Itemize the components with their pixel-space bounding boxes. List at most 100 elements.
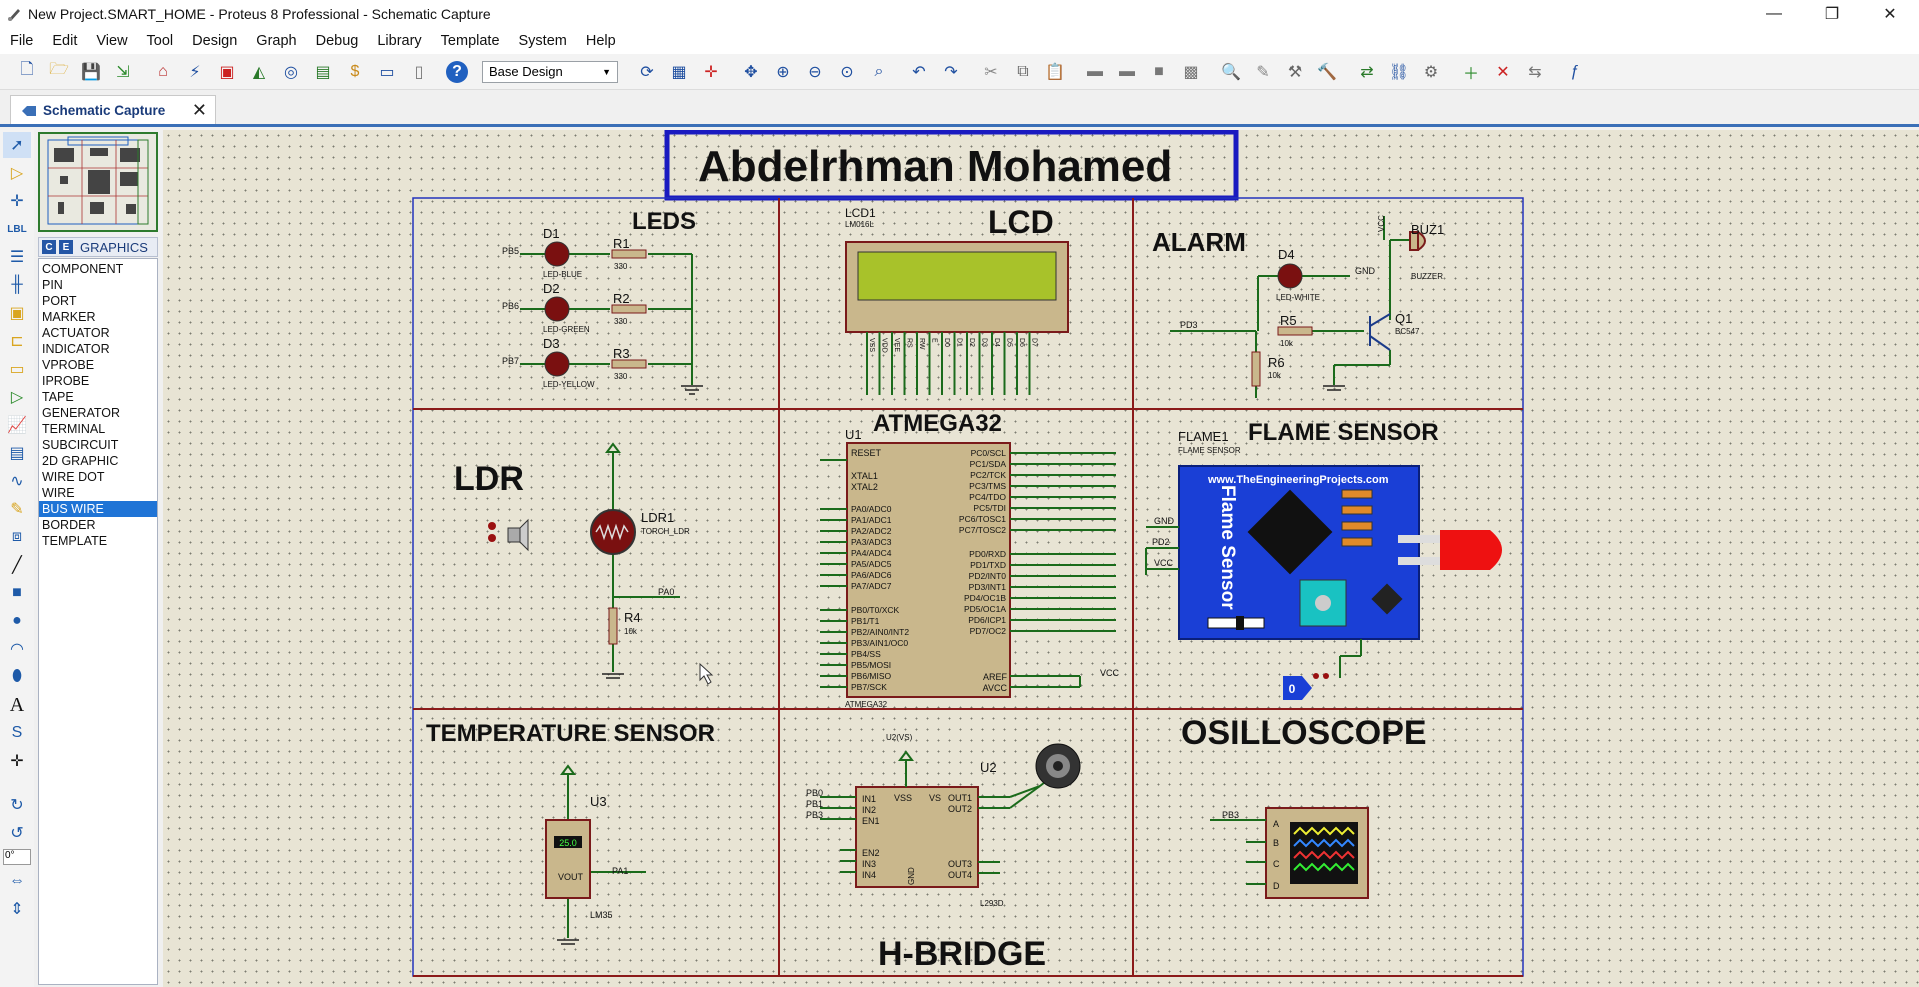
list-item[interactable]: TAPE: [42, 390, 74, 404]
help-icon[interactable]: ?: [446, 60, 468, 83]
undo-icon[interactable]: ↶: [912, 63, 926, 81]
origin-icon[interactable]: ✛: [704, 63, 718, 81]
list-item[interactable]: INDICATOR: [42, 342, 110, 356]
make-device-icon[interactable]: ✎: [1256, 63, 1270, 81]
rotation-angle-field[interactable]: 0°: [3, 849, 31, 865]
list-item[interactable]: TERMINAL: [42, 422, 106, 436]
2d-markers-icon[interactable]: ✛: [10, 753, 24, 770]
zoom-area-icon[interactable]: ⌕: [874, 62, 884, 80]
list-item[interactable]: WIRE: [42, 486, 75, 500]
maximize-button[interactable]: ❐: [1824, 6, 1840, 23]
menu-library[interactable]: Library: [377, 33, 422, 49]
graph-mode-icon[interactable]: 📈: [7, 417, 27, 434]
list-item[interactable]: SUBCIRCUIT: [42, 438, 119, 452]
refresh-icon[interactable]: ⟳: [640, 63, 654, 81]
redo-icon[interactable]: ↷: [944, 63, 958, 81]
tab-schematic-capture[interactable]: Schematic Capture ✕: [10, 95, 216, 125]
mode-e-button[interactable]: E: [59, 240, 73, 254]
rotate-anticlockwise-icon[interactable]: ↺: [10, 825, 24, 842]
zoom-in-icon[interactable]: ⊕: [776, 63, 790, 81]
2d-box-icon[interactable]: ■: [12, 584, 22, 601]
2d-circle-icon[interactable]: ●: [12, 612, 22, 629]
new-sheet-icon[interactable]: ＋: [1462, 65, 1479, 83]
packaging-tool-icon[interactable]: ⚒: [1287, 63, 1303, 81]
minimize-button[interactable]: —: [1766, 5, 1782, 22]
2d-path-icon[interactable]: ⬮: [11, 668, 23, 685]
delete-sheet-icon[interactable]: ✕: [1496, 63, 1510, 81]
2d-arc-icon[interactable]: ◠: [10, 641, 24, 658]
design-variant-select[interactable]: Base Design▼: [482, 60, 618, 83]
buses-icon[interactable]: ╫: [11, 276, 23, 293]
wire-autorouter-icon[interactable]: ⇄: [1360, 63, 1374, 81]
menu-file[interactable]: File: [10, 33, 34, 49]
list-item[interactable]: TEMPLATE: [42, 534, 108, 548]
terminals-icon[interactable]: ⊏: [10, 333, 24, 350]
import-icon[interactable]: ⇲: [116, 63, 130, 81]
flip-horizontal-icon[interactable]: ⇔: [9, 872, 25, 889]
design-explorer-icon[interactable]: ▤: [315, 63, 331, 81]
netlist-icon[interactable]: ƒ: [1570, 62, 1580, 80]
pick-device-icon[interactable]: 🔍: [1221, 63, 1241, 81]
list-item[interactable]: VPROBE: [42, 358, 95, 372]
text-script-icon[interactable]: ☰: [9, 249, 25, 266]
2d-text-icon[interactable]: A: [9, 693, 25, 716]
selection-mode-icon[interactable]: ➚: [3, 132, 31, 158]
pcb-icon[interactable]: ▣: [219, 63, 235, 81]
2d-symbol-icon[interactable]: S: [11, 724, 23, 741]
list-item-selected[interactable]: BUS WIRE: [39, 501, 157, 517]
wire-label-icon[interactable]: LBL: [7, 223, 27, 235]
search-tag-icon[interactable]: ⛓: [1388, 63, 1410, 81]
junction-dot-icon[interactable]: ✛: [10, 193, 24, 210]
overview-window[interactable]: [38, 132, 158, 232]
list-item[interactable]: PORT: [42, 294, 77, 308]
probe-mode-icon[interactable]: ✎: [10, 501, 24, 518]
source-code-icon[interactable]: ▭: [379, 63, 395, 81]
list-item[interactable]: GENERATOR: [42, 406, 121, 420]
mode-c-button[interactable]: C: [42, 240, 56, 254]
open-folder-icon[interactable]: 🗁: [49, 61, 69, 78]
3d-view-icon[interactable]: ◭: [252, 63, 266, 81]
list-item[interactable]: BORDER: [42, 518, 96, 532]
active-popup-icon[interactable]: ▤: [9, 445, 25, 462]
block-delete-icon[interactable]: ▩: [1183, 63, 1199, 81]
list-item[interactable]: COMPONENT: [42, 262, 124, 276]
block-move-icon[interactable]: ▬: [1119, 62, 1135, 80]
new-file-icon[interactable]: 🗋: [20, 61, 34, 78]
cut-icon[interactable]: ✂: [984, 63, 998, 81]
document-icon[interactable]: ▯: [414, 63, 424, 81]
menu-edit[interactable]: Edit: [52, 33, 78, 49]
component-mode-icon[interactable]: ▷: [10, 165, 24, 182]
tape-recorder-icon[interactable]: ▷: [10, 389, 24, 406]
menu-help[interactable]: Help: [585, 33, 616, 49]
paste-icon[interactable]: 📋: [1045, 63, 1065, 81]
copy-icon[interactable]: ⧉: [1017, 62, 1029, 80]
2d-line-icon[interactable]: ╱: [12, 557, 22, 574]
pan-icon[interactable]: ✥: [744, 63, 758, 81]
schematic-icon[interactable]: ⚡: [189, 63, 201, 81]
home-icon[interactable]: ⌂: [158, 62, 168, 80]
subcircuit-icon[interactable]: ▣: [9, 305, 25, 322]
gerber-icon[interactable]: ◎: [284, 63, 298, 81]
menu-system[interactable]: System: [518, 33, 567, 49]
menu-design[interactable]: Design: [192, 33, 238, 49]
goto-sheet-icon[interactable]: ⇆: [1528, 63, 1542, 81]
device-pins-icon[interactable]: ▭: [9, 361, 25, 378]
flip-vertical-icon[interactable]: ⇕: [10, 901, 24, 918]
property-tool-icon[interactable]: ⚙: [1423, 63, 1439, 81]
list-item[interactable]: ACTUATOR: [42, 326, 110, 340]
close-window-button[interactable]: ✕: [1883, 6, 1897, 23]
decompose-icon[interactable]: 🔨: [1317, 63, 1337, 81]
menu-view[interactable]: View: [96, 33, 128, 49]
rotate-clockwise-icon[interactable]: ↻: [10, 797, 24, 814]
zoom-out-icon[interactable]: ⊖: [808, 63, 822, 81]
menu-graph[interactable]: Graph: [256, 33, 297, 49]
list-item[interactable]: WIRE DOT: [42, 470, 105, 484]
bill-of-materials-icon[interactable]: $: [350, 62, 360, 80]
list-item[interactable]: PIN: [42, 278, 63, 292]
list-item[interactable]: IPROBE: [42, 374, 90, 388]
save-icon[interactable]: 💾: [81, 63, 101, 81]
schematic-canvas[interactable]: Abdelrhman Mohamed LEDS LCD ALARM LDR AT…: [163, 130, 1919, 987]
list-item[interactable]: 2D GRAPHIC: [42, 454, 119, 468]
menu-tool[interactable]: Tool: [146, 33, 174, 49]
block-rotate-icon[interactable]: ■: [1154, 62, 1164, 80]
